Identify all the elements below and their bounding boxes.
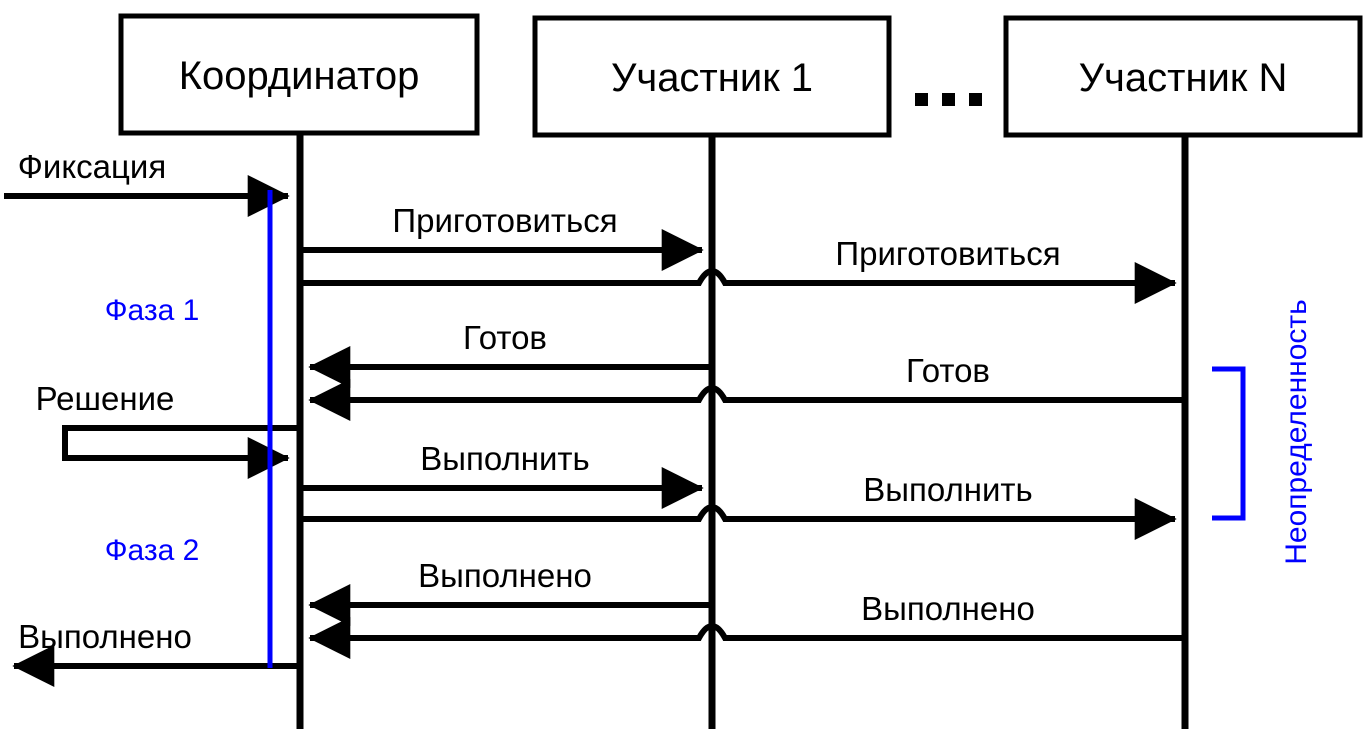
message-label-decision: Решение [36,380,175,417]
message-arrow-prepare-pn [303,262,1177,304]
message-ready-pn: Готов [308,352,1183,421]
actor-label-coordinator: Координатор [179,54,420,98]
message-label-commit-in: Фиксация [18,148,166,185]
message-decision: Решение [36,380,300,479]
message-done-out: Выполнено [12,618,300,687]
actor-label-participantN: Участник N [1079,56,1288,100]
message-ready-p1: Готов [308,319,709,388]
ellipsis-dot-3 [969,93,982,106]
message-label-prepare-p1: Приготовиться [392,202,617,239]
actor-coordinator[interactable]: Координатор [118,13,480,136]
message-label-done-pn: Выполнено [861,590,1035,627]
message-arrow-decision [62,425,300,479]
message-label-commit-pn: Выполнить [863,471,1032,508]
actor-participantN[interactable]: Участник N [1003,15,1363,138]
message-label-done-p1: Выполнено [418,557,592,594]
actor-box-participantN[interactable] [1003,15,1363,138]
message-commit-in: Фиксация [4,148,290,217]
message-commit-pn: Выполнить [303,471,1177,540]
message-arrow-ready-pn [308,379,1183,421]
phase-label-2: Фаза 2 [105,534,200,567]
ellipsis-dot-1 [915,93,928,106]
message-prepare-pn: Приготовиться [303,235,1177,304]
message-label-prepare-pn: Приготовиться [835,235,1060,272]
message-done-p1: Выполнено [308,557,709,626]
message-label-commit-p1: Выполнить [420,440,589,477]
actor-box-coordinator[interactable] [118,13,480,136]
message-done-pn: Выполнено [308,590,1183,659]
message-label-ready-p1: Готов [463,319,547,356]
uncertainty-label: Неопределенность [1280,299,1313,565]
message-label-ready-pn: Готов [906,352,990,389]
actor-box-participant1[interactable] [532,15,892,138]
uncertainty-bracket [1212,366,1246,521]
actor-participant1[interactable]: Участник 1 [532,15,892,138]
message-label-done-out: Выполнено [18,618,192,655]
message-arrow-done-pn [308,617,1183,659]
phase-label-1: Фаза 1 [105,294,200,327]
message-arrow-commit-pn [303,498,1177,540]
actor-label-participant1: Участник 1 [611,56,813,100]
ellipsis-dot-2 [942,93,955,106]
message-prepare-p1: Приготовиться [303,202,704,271]
message-commit-p1: Выполнить [303,440,704,509]
ellipsis-icon [915,93,982,106]
